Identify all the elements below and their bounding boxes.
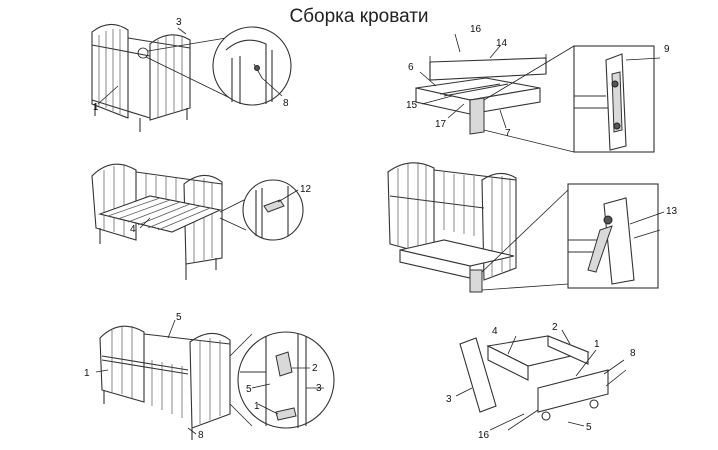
label-4: 4 [492, 326, 498, 337]
label-16: 16 [470, 24, 482, 35]
label-5: 5 [586, 422, 592, 433]
label-3: 3 [446, 394, 452, 405]
label-16: 16 [478, 430, 490, 441]
label-5-inset: 5 [246, 384, 252, 395]
label-7: 7 [505, 128, 511, 139]
label-15: 15 [406, 100, 418, 111]
label-8: 8 [198, 430, 204, 441]
label-4: 4 [130, 224, 136, 235]
label-5: 5 [176, 312, 182, 323]
label-8: 8 [283, 98, 289, 109]
label-1-inset: 1 [254, 401, 260, 412]
label-1: 1 [594, 339, 600, 350]
label-12: 12 [300, 184, 312, 195]
label-1: 1 [84, 368, 90, 379]
label-2: 2 [312, 363, 318, 374]
panel-drawer-exploded: 4 2 1 8 3 16 5 [446, 322, 636, 441]
panel-crib-end-assembly: 1 3 8 [91, 17, 292, 132]
label-2: 2 [552, 322, 558, 333]
label-8: 8 [630, 348, 636, 359]
label-3: 3 [316, 383, 322, 394]
panel-drawer-assembly: 16 14 6 15 17 7 9 [406, 24, 670, 153]
panel-drawer-under-crib: 13 [387, 162, 678, 293]
diagram-title: Сборка кровати [289, 6, 429, 27]
label-9: 9 [664, 44, 670, 55]
label-14: 14 [496, 38, 508, 49]
label-17: 17 [435, 119, 447, 130]
label-3: 3 [176, 17, 182, 28]
panel-side-rail-mounting: 5 1 2 5 3 1 8 [84, 312, 335, 441]
panel-mattress-base: 12 4 [91, 163, 312, 280]
label-13: 13 [666, 206, 678, 217]
label-6: 6 [408, 62, 414, 73]
label-1: 1 [93, 102, 99, 113]
